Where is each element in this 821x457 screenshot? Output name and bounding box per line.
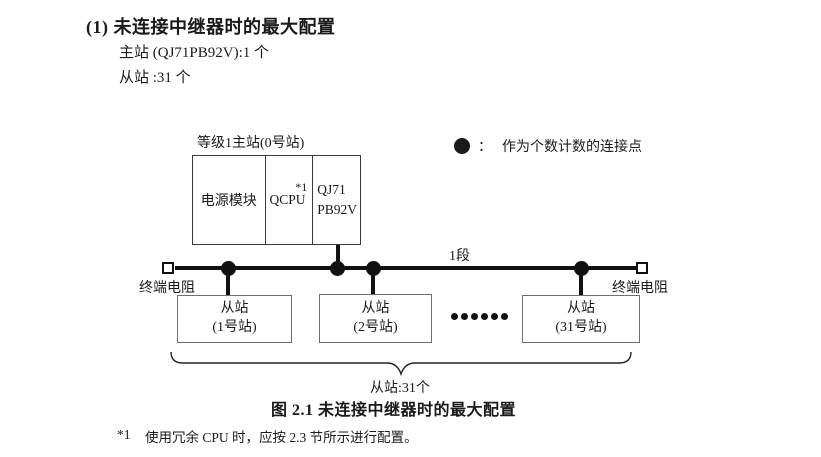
master-drop-line [336,245,340,268]
connection-point-dot [221,261,236,276]
slave31-line2: (31号站) [555,320,607,335]
power-module-cell: 电源模块 [193,156,266,244]
slave1-line2: (1号站) [212,320,257,335]
legend: ： 作为个数计数的连接点 [454,136,642,156]
network-module-label: QJ71 PB92V [317,180,357,219]
ellipsis-dots [451,313,508,320]
slave1-line1: 从站 [220,301,249,317]
slave-count-brace [170,352,632,377]
slave2-line2: (2号站) [353,319,398,335]
connection-point-dot [366,261,381,276]
network-module-line2: PB92V [317,202,358,217]
master-station-box: 电源模块 QCPU *1 QJ71 PB92V [192,155,361,245]
slave1-drop-line [226,268,230,296]
legend-label: 作为个数计数的连接点 [502,140,642,155]
section-heading: (1) 未连接中继器时的最大配置 [86,17,336,37]
terminating-resistor-left-label: 终端电阻 [139,281,195,296]
bus-segment-line [175,266,637,270]
master-station-label: 等级1主站(0号站) [197,136,305,151]
slave-station-box-31: 从站 (31号站) [522,295,640,343]
connection-point-icon [454,138,470,154]
slave-station-box-2: 从站 (2号站) [319,294,432,343]
cpu-module-label: QCPU [269,192,306,207]
slave-count-label: 从站:31个 [370,381,430,396]
slave31-line1: 从站 [567,301,595,317]
terminating-resistor-right-icon [636,262,648,274]
slave-station-box-1: 从站 (1号站) [177,295,292,343]
segment-label: 1段 [449,249,470,264]
legend-separator: ： [478,140,492,155]
spec-slave-count: 从站 :31 个 [119,70,191,86]
footnote-text: 使用冗余 CPU 时，应按 2.3 节所示进行配置。 [145,430,418,445]
terminating-resistor-left-icon [162,262,174,274]
cpu-module-cell: QCPU *1 [266,156,314,244]
figure-caption: 图 2.1 未连接中继器时的最大配置 [271,402,517,419]
connection-point-dot [330,261,345,276]
spec-master-count: 主站 (QJ71PB92V):1 个 [119,45,270,61]
slave31-drop-line [579,268,583,296]
connection-point-dot [574,261,589,276]
slave2-drop-line [371,268,375,295]
footnote-marker: *1 [117,427,131,442]
network-module-line1: QJ71 [317,182,346,198]
terminating-resistor-right-label: 终端电阻 [612,281,668,296]
network-module-cell: QJ71 PB92V [313,156,360,244]
slave2-line1: 从站 [361,300,390,316]
cpu-footnote-ref: *1 [295,180,308,194]
